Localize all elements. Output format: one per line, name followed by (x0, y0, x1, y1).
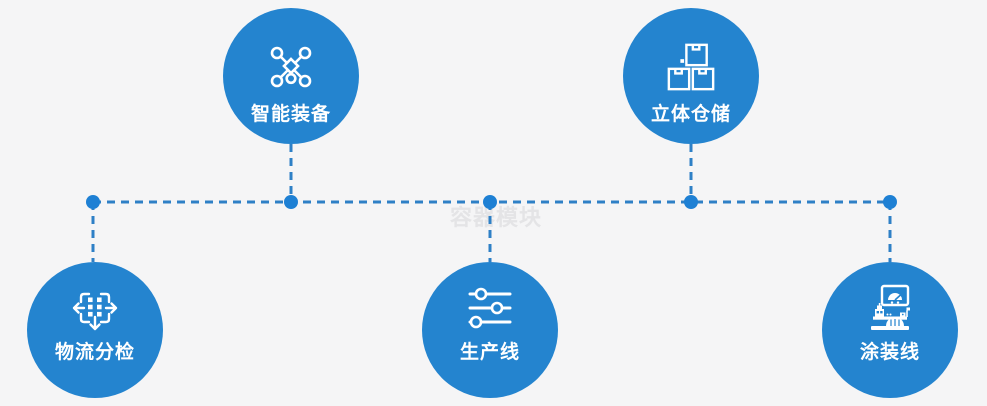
node-label: 生产线 (459, 342, 520, 363)
junction-dot (483, 195, 497, 209)
node-logistics-sorting: 物流分检 (27, 262, 163, 398)
junction-dot (684, 195, 698, 209)
junction-dot (883, 195, 897, 209)
node-warehouse: 立体仓储 (623, 8, 759, 144)
node-label: 立体仓储 (650, 103, 731, 125)
stacked-boxes-icon (667, 43, 715, 90)
watermark-text: 容器模块 (449, 205, 542, 230)
sliders-icon (468, 287, 512, 329)
machine-monitor-icon (870, 284, 910, 330)
sorting-distribution-icon (72, 292, 118, 331)
node-label: 物流分检 (54, 342, 135, 363)
node-coating-line: 涂装线 (822, 262, 958, 398)
junction-dot (86, 195, 100, 209)
node-label: 涂装线 (859, 342, 920, 363)
junction-dot (284, 195, 298, 209)
node-label: 智能装备 (250, 103, 331, 125)
network-nodes-icon (270, 46, 312, 87)
node-production-line: 生产线 (422, 262, 558, 398)
node-smart-equipment: 智能装备 (223, 8, 359, 144)
